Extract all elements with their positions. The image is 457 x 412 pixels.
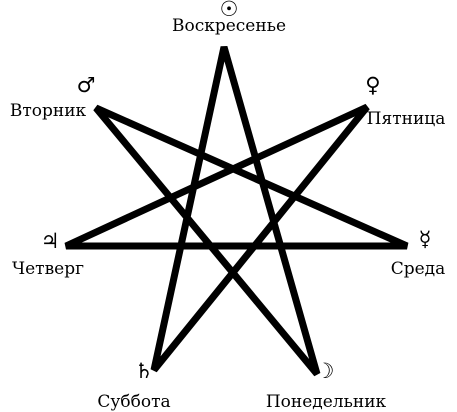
label-friday: Пятница bbox=[367, 109, 446, 129]
label-sunday: Воскресенье bbox=[172, 16, 286, 36]
label-wednesday: Среда bbox=[391, 259, 446, 279]
moon-icon: ☽ bbox=[316, 359, 335, 383]
heptagram-star bbox=[64, 46, 409, 377]
label-thursday: Четверг bbox=[12, 259, 84, 279]
label-tuesday: Вторник bbox=[10, 101, 87, 121]
sun-icon: ☉ bbox=[220, 0, 239, 21]
venus-icon: ♀ bbox=[365, 73, 380, 97]
label-monday: Понедельник bbox=[266, 392, 387, 412]
mars-icon: ♂ bbox=[77, 73, 96, 97]
saturn-icon: ♄ bbox=[135, 359, 154, 383]
label-saturday: Суббота bbox=[97, 392, 170, 412]
jupiter-icon: ♃ bbox=[41, 229, 60, 253]
mercury-icon: ☿ bbox=[419, 227, 432, 251]
